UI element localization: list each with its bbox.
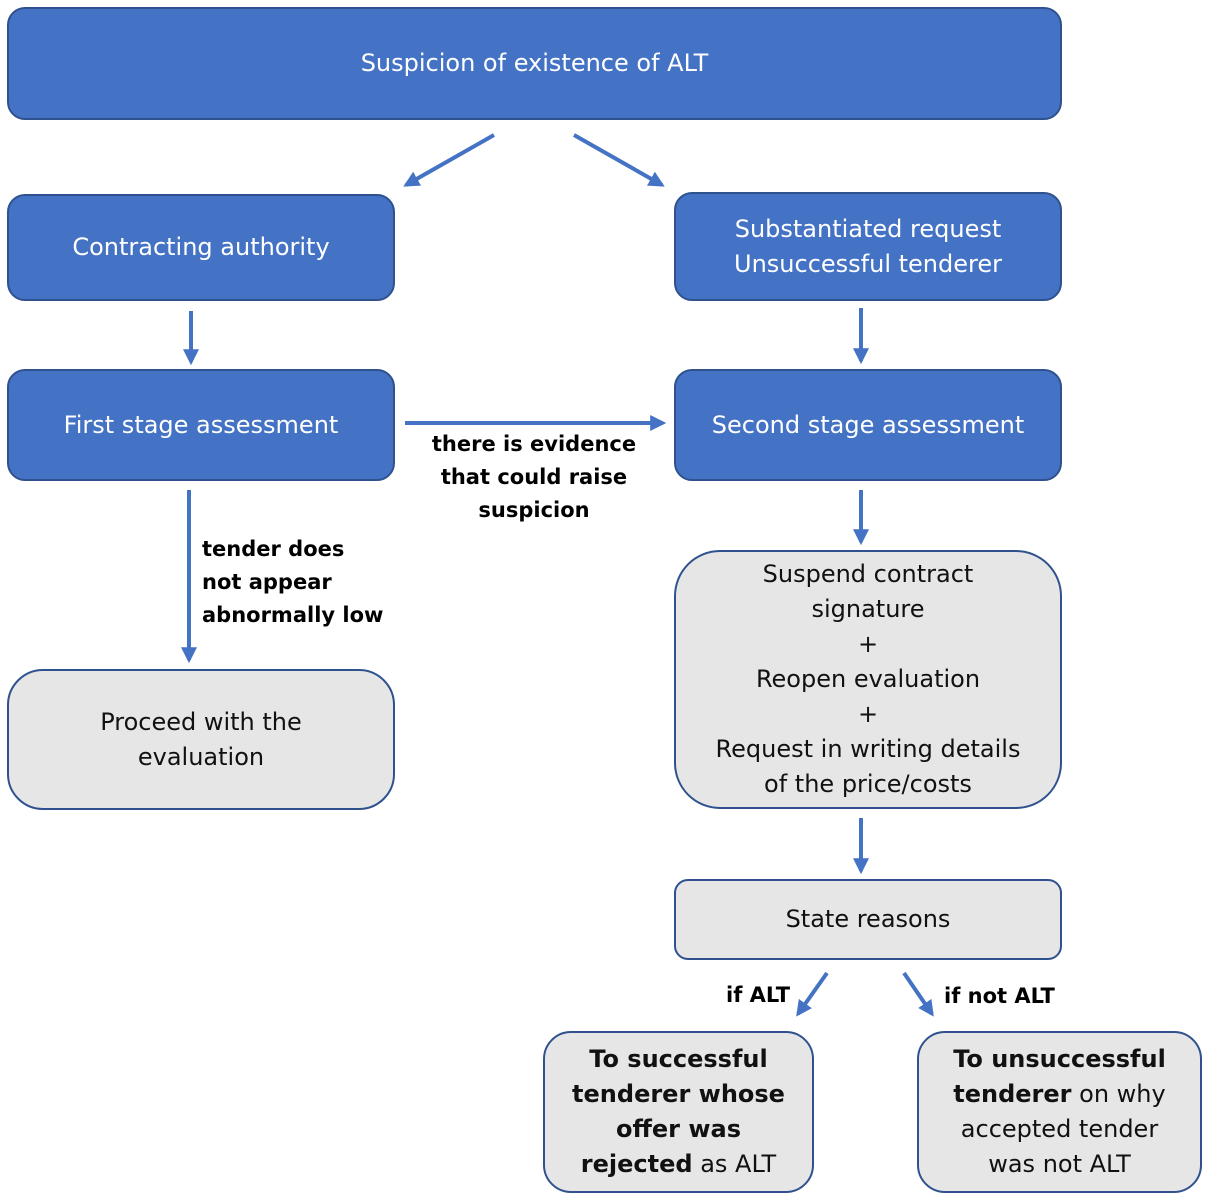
edge-label-evidence-line-2: that could raise [440,465,628,489]
node-to-unsuccessful-line-3: accepted tender [960,1115,1159,1143]
node-state-reasons-text: State reasons [785,905,951,933]
edge-label-if-alt: if ALT [726,979,790,1012]
node-to-successful-line-4-bold: rejected [580,1150,693,1178]
node-second-stage-assessment: Second stage assessment [674,369,1062,481]
node-suspend-line-3: + [857,630,879,658]
node-first-stage-assessment: First stage assessment [7,369,395,481]
node-to-successful-line-4: rejected as ALT [581,1147,776,1182]
node-suspicion: Suspicion of existence of ALT [7,7,1062,120]
node-second-stage-assessment-text: Second stage assessment [711,410,1025,439]
node-contracting-authority-text: Contracting authority [72,233,330,261]
edge-label-evidence: there is evidence that could raise suspi… [418,428,650,527]
node-to-successful-line-1: To successful [589,1042,767,1077]
edge-label-not-low-line-1: tender does [202,537,345,561]
node-first-stage-assessment-text: First stage assessment [63,410,339,439]
node-to-successful-line-2: tenderer whose [572,1077,785,1112]
node-state-reasons: State reasons [674,879,1062,960]
edge-label-evidence-line-3: suspicion [478,498,590,522]
node-to-successful-line-3-bold: offer was [615,1115,742,1143]
node-to-unsuccessful-line-1-bold: To unsuccessful [953,1045,1166,1073]
arrow-suspicion-to-substantiated-request [573,133,665,187]
node-to-successful-line-3: offer was [616,1112,741,1147]
node-to-unsuccessful-line-2: tenderer on why [953,1077,1165,1112]
node-to-successful-line-4-rest: as ALT [692,1150,777,1178]
edge-label-if-alt-text: if ALT [726,983,791,1007]
node-substantiated-request-line-1: Substantiated request [734,214,1002,243]
node-proceed-line-2: evaluation [137,742,265,771]
node-suspend-line-5: + [857,700,879,728]
node-to-unsuccessful-line-2-bold: tenderer [953,1080,1072,1108]
edge-label-if-not-alt: if not ALT [944,980,1055,1013]
node-contracting-authority: Contracting authority [7,194,395,301]
node-to-successful-tenderer: To successful tenderer whose offer was r… [543,1031,814,1193]
node-to-successful-line-2-bold: tenderer whose [572,1080,785,1108]
node-suspend-line-2: signature [811,595,925,623]
node-proceed-line-1: Proceed with the [100,707,302,736]
node-to-successful-line-1-bold: To successful [589,1045,768,1073]
node-to-unsuccessful-line-4: was not ALT [988,1150,1131,1178]
node-suspend-line-6: Request in writing details [715,735,1021,763]
node-to-unsuccessful-tenderer: To unsuccessful tenderer on why accepted… [917,1031,1202,1193]
node-suspend-contract: Suspend contract signature + Reopen eval… [674,550,1062,809]
edge-label-if-not-alt-text: if not ALT [944,984,1055,1008]
node-to-unsuccessful-line-1: To unsuccessful [953,1042,1166,1077]
node-suspicion-text: Suspicion of existence of ALT [360,49,709,77]
node-suspend-line-4: Reopen evaluation [755,665,981,693]
edge-label-evidence-line-1: there is evidence [431,432,637,456]
node-substantiated-request-line-2: Unsuccessful tenderer [734,249,1002,278]
node-substantiated-request: Substantiated request Unsuccessful tende… [674,192,1062,301]
arrow-state-reasons-to-successful [796,971,829,1017]
arrow-suspicion-to-contracting-authority [403,133,495,187]
arrow-state-reasons-to-unsuccessful [902,971,934,1017]
node-proceed-with-evaluation: Proceed with the evaluation [7,669,395,810]
node-suspend-line-1: Suspend contract [762,560,974,588]
edge-label-not-low-line-3: abnormally low [202,603,384,627]
node-suspend-line-7: of the price/costs [764,770,972,798]
edge-label-not-low-line-2: not appear [202,570,332,594]
node-to-unsuccessful-line-2-rest: on why [1071,1080,1166,1108]
edge-label-not-abnormally-low: tender does not appear abnormally low [202,533,383,632]
